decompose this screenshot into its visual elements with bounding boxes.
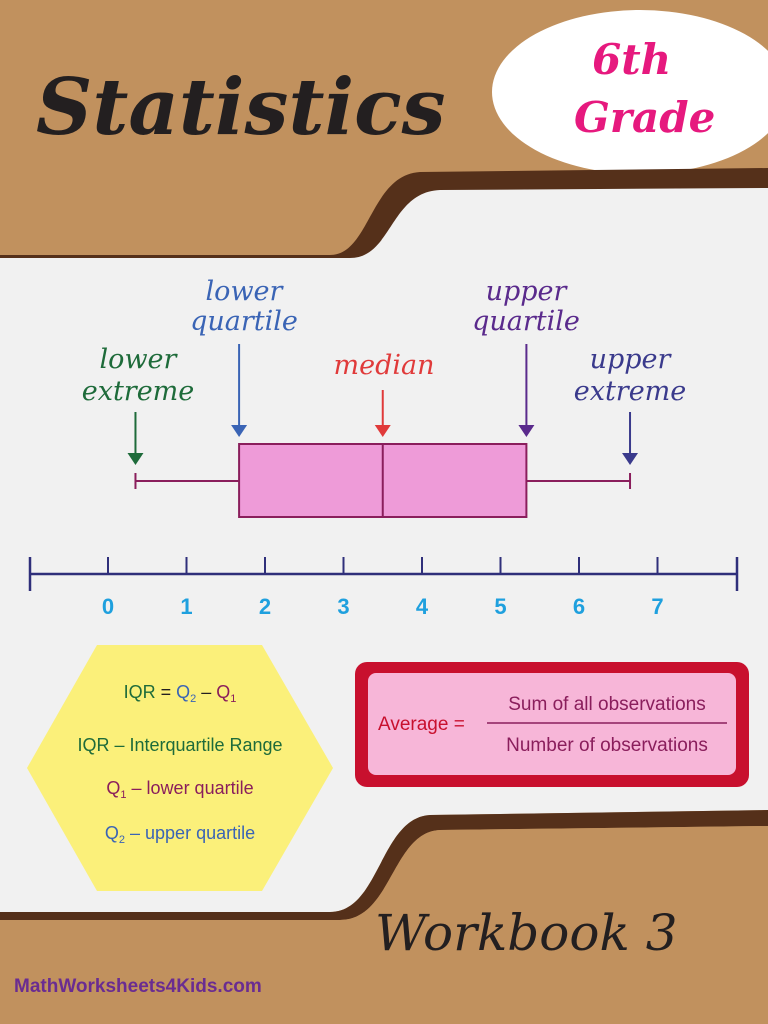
average-box-inner bbox=[368, 673, 736, 775]
workbook-label: Workbook 3 bbox=[375, 904, 678, 962]
bottom-wave-border bbox=[0, 810, 768, 920]
average-label: Average = bbox=[378, 714, 465, 735]
iqr-formula-q1: Q bbox=[216, 682, 230, 702]
upper-extreme-label-2: extreme bbox=[574, 376, 687, 407]
iqr-formula-equals: = bbox=[156, 682, 177, 702]
number-line-tick-label: 7 bbox=[651, 594, 663, 619]
q1-definition-sub: 1 bbox=[120, 789, 126, 801]
number-line-tick-label: 2 bbox=[259, 594, 271, 619]
q2-definition-sub: 2 bbox=[119, 834, 125, 846]
upper-quartile-arrow-head bbox=[518, 425, 535, 437]
iqr-formula-iqr: IQR bbox=[124, 682, 156, 702]
median-label: median bbox=[334, 350, 435, 381]
q2-definition-text: – upper quartile bbox=[125, 823, 255, 843]
number-line-tick-label: 1 bbox=[180, 594, 192, 619]
number-line: 0 1 2 3 4 5 6 7 bbox=[28, 557, 739, 619]
upper-quartile-label-2: quartile bbox=[472, 306, 580, 337]
box-plot bbox=[134, 443, 632, 518]
bottom-brown-area bbox=[0, 826, 768, 1024]
lower-extreme-label-1: lower bbox=[100, 344, 179, 375]
average-numerator: Sum of all observations bbox=[508, 694, 706, 715]
iqr-formula: IQR = Q2 – Q1 bbox=[124, 682, 237, 705]
grade-oval bbox=[492, 10, 768, 174]
iqr-formula-q2: Q bbox=[176, 682, 190, 702]
q2-definition: Q2 – upper quartile bbox=[105, 823, 255, 846]
number-line-tick-label: 6 bbox=[573, 594, 585, 619]
definitions-hexagon bbox=[27, 645, 333, 891]
number-line-tick-label: 0 bbox=[102, 594, 114, 619]
grade-word: Grade bbox=[574, 93, 715, 142]
lower-extreme-arrow-head bbox=[127, 453, 144, 465]
lower-quartile-label-1: lower bbox=[206, 276, 285, 307]
q1-definition-text: – lower quartile bbox=[127, 778, 254, 798]
lower-quartile-label-2: quartile bbox=[190, 306, 298, 337]
lower-extreme-label-2: extreme bbox=[82, 376, 195, 407]
q2-definition-q: Q bbox=[105, 823, 119, 843]
median-arrow-head bbox=[374, 425, 391, 437]
iqr-formula-q2-sub: 2 bbox=[190, 693, 196, 705]
number-line-tick-label: 4 bbox=[416, 594, 429, 619]
lower-quartile-arrow-head bbox=[231, 425, 248, 437]
iqr-formula-q1-sub: 1 bbox=[230, 693, 236, 705]
iqr-definition: IQR – Interquartile Range bbox=[77, 735, 282, 755]
upper-quartile-label-1: upper bbox=[486, 276, 569, 307]
q1-definition: Q1 – lower quartile bbox=[106, 778, 253, 801]
upper-extreme-arrow-head bbox=[622, 453, 639, 465]
upper-extreme-label-1: upper bbox=[590, 344, 673, 375]
cover-title: Statistics bbox=[36, 62, 446, 153]
grade-number: 6th bbox=[592, 35, 671, 84]
label-arrows bbox=[127, 344, 639, 465]
number-line-tick-label: 3 bbox=[337, 594, 349, 619]
site-name: MathWorksheets4Kids.com bbox=[14, 976, 262, 997]
iqr-formula-minus: – bbox=[196, 682, 216, 702]
number-line-tick-label: 5 bbox=[494, 594, 506, 619]
q1-definition-q: Q bbox=[106, 778, 120, 798]
average-denominator: Number of observations bbox=[506, 735, 708, 756]
